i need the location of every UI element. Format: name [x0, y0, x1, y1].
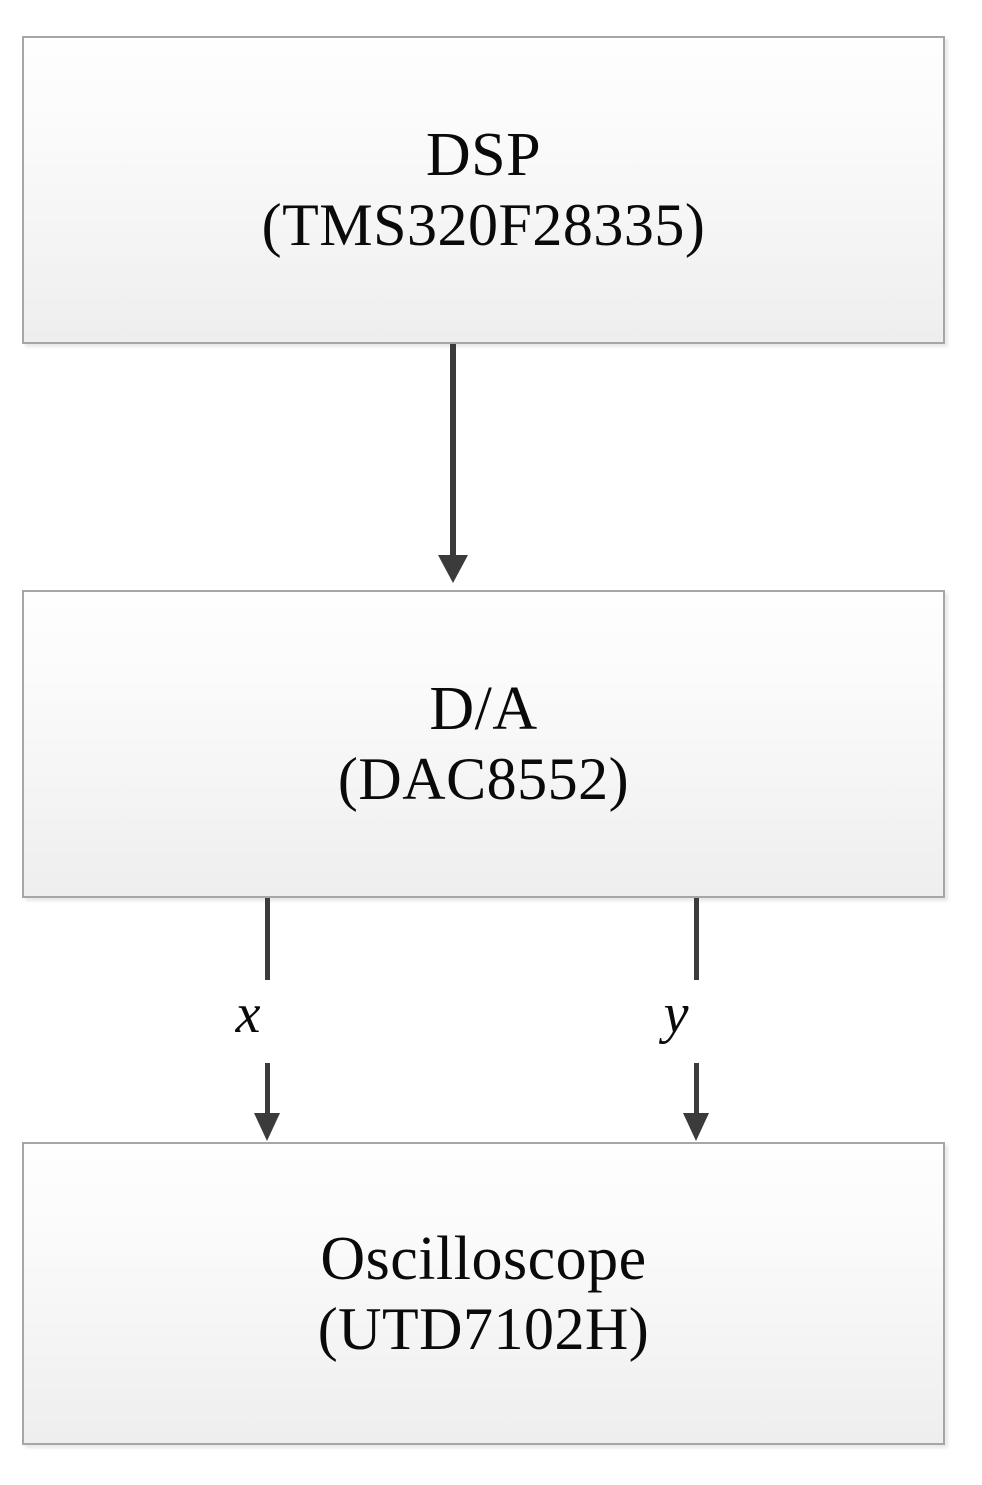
block-oscilloscope-title: Oscilloscope [320, 1224, 647, 1293]
block-oscilloscope-part-number: (UTD7102H) [317, 1295, 650, 1362]
connector-x-line-upper [265, 898, 270, 980]
connector-dsp-to-dac-line [450, 344, 456, 562]
block-dac-title: D/A [429, 675, 538, 744]
arrow-down-icon-x [254, 1113, 280, 1141]
connector-y-line-lower [694, 1063, 699, 1121]
block-dsp-title: DSP [425, 121, 542, 190]
connector-x-line-lower [265, 1063, 270, 1121]
block-dsp-part-number: (TMS320F28335) [261, 192, 706, 259]
block-dsp: DSP (TMS320F28335) [22, 36, 945, 344]
connector-y-line-upper [694, 898, 699, 980]
block-dac: D/A (DAC8552) [22, 590, 945, 898]
block-oscilloscope: Oscilloscope (UTD7102H) [22, 1142, 945, 1445]
block-dac-part-number: (DAC8552) [337, 746, 630, 813]
signal-label-x: x [235, 983, 261, 1045]
arrow-down-icon-y [683, 1113, 709, 1141]
arrow-down-icon-dsp-to-dac [438, 555, 468, 583]
signal-label-y: y [663, 983, 689, 1045]
